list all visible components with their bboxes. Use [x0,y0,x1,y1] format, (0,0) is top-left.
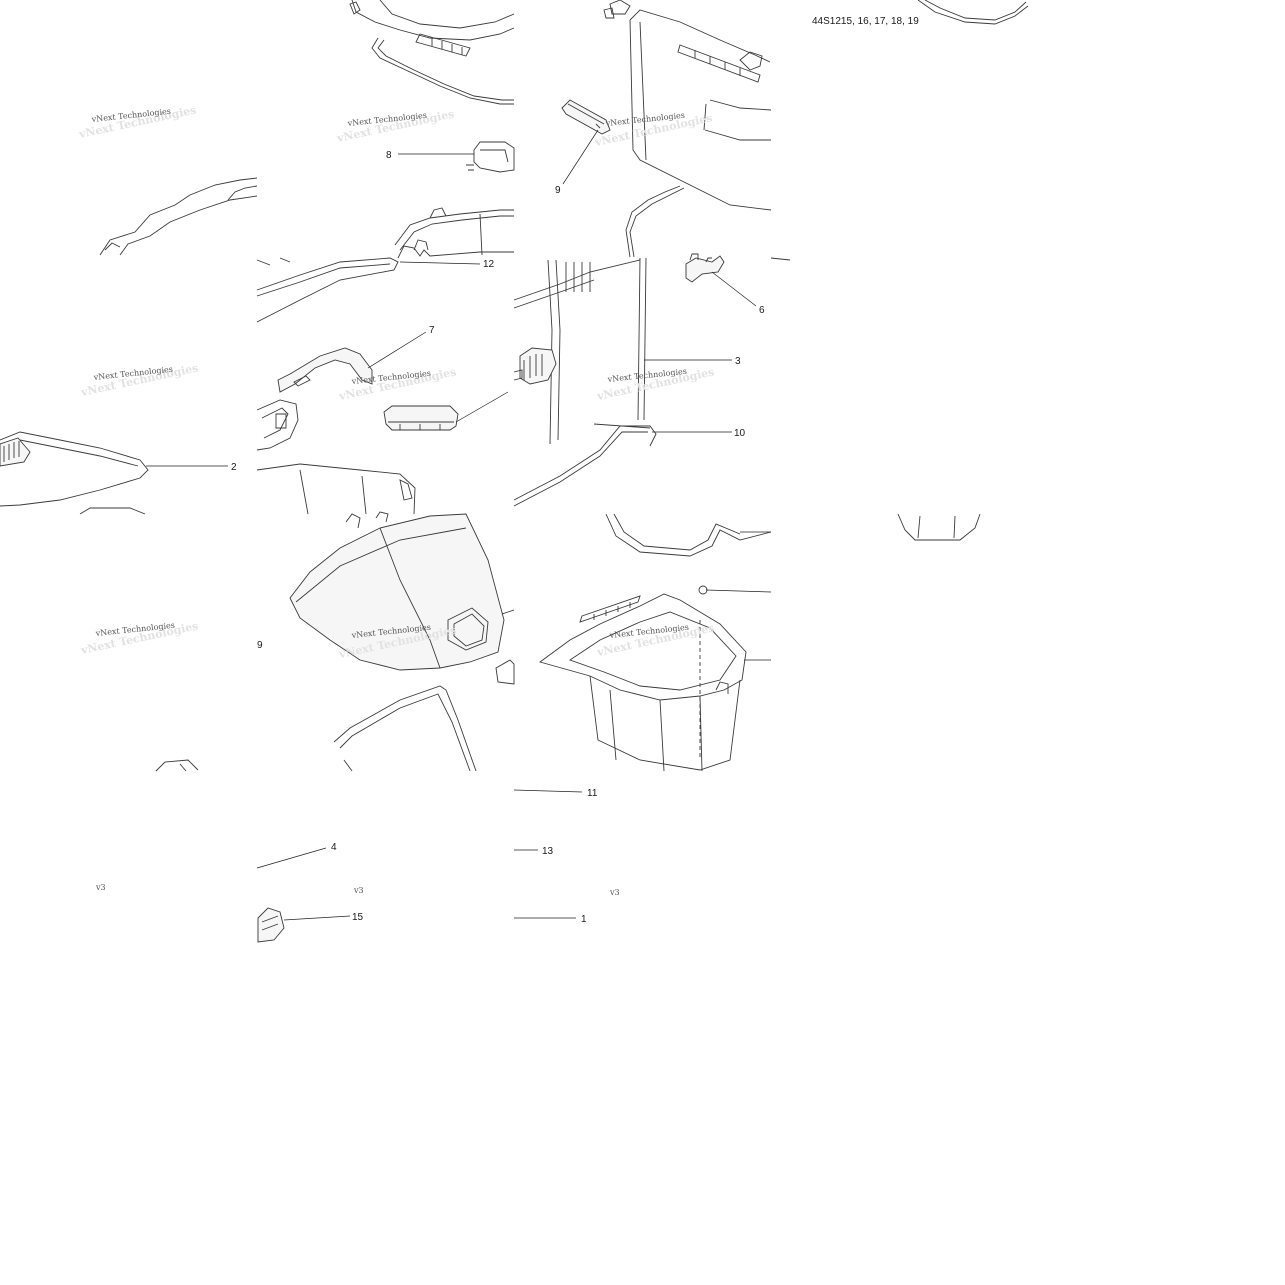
callout-4: 4 [331,842,337,853]
bin-liner [289,511,515,772]
seal-and-strap [256,239,514,515]
callout-12: 12 [483,259,495,270]
small-fitting [257,907,285,943]
tub-with-hose [538,513,772,772]
strap-fragment [917,0,1029,25]
callout-13: 13 [542,846,554,857]
callout-1: 1 [581,914,587,925]
storage-bin-top [561,0,772,258]
callout-9: 9 [555,185,561,196]
leader-lines [146,129,772,921]
callout-10: 10 [734,428,746,439]
reference-code: 44S1215, 16, 17, 18, 19 [812,16,919,27]
callout-7: 7 [429,325,435,336]
watermark-fragment: v3 [95,883,106,892]
callout-3: 3 [735,356,741,367]
watermarks: vNext Technologies vNext Technologies vN… [90,107,689,897]
callout-9b: 9 [257,640,263,651]
callouts: 8 9 12 6 7 3 10 2 9 11 4 13 1 15 [231,150,765,925]
lid-assembly [349,0,515,256]
bin-bottom-fragment [770,257,981,541]
callout-2: 2 [231,462,237,473]
bin-side-assembly [513,253,725,507]
watermark-fragment: v3 [353,886,364,895]
callout-11: 11 [587,788,598,799]
cover-lower-fragment [155,759,199,772]
watermark-fragment: v3 [609,888,620,897]
cover-front-left [0,431,149,515]
callout-8: 8 [386,150,392,161]
callout-6: 6 [759,305,765,316]
callout-15: 15 [352,912,364,923]
cover-partial-top-left [99,177,258,256]
